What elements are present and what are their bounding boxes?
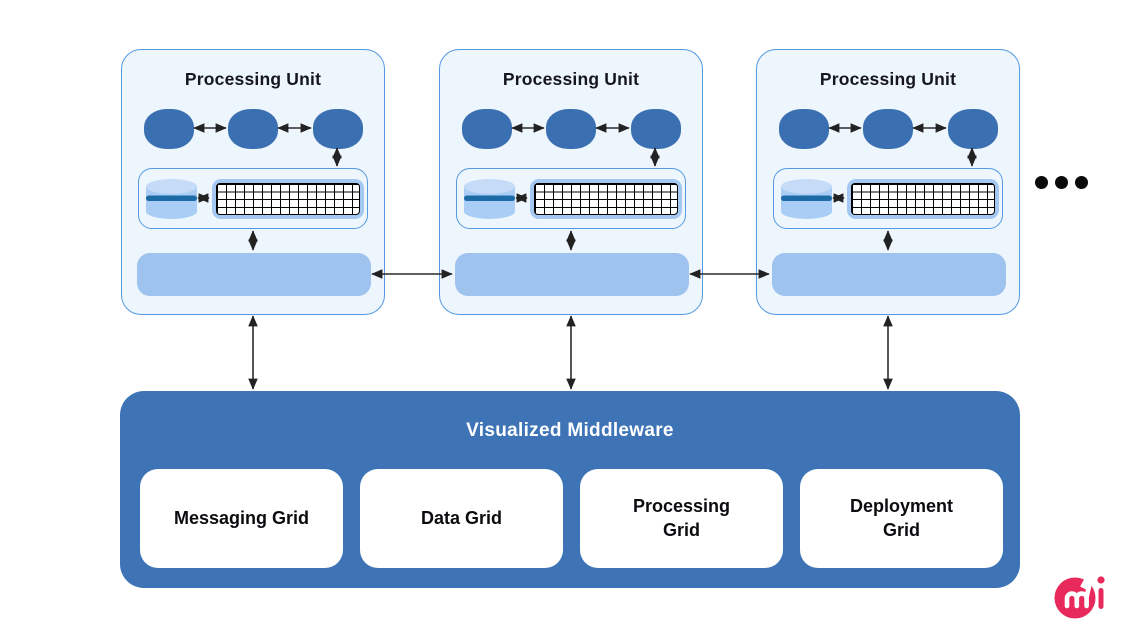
data-table-icon [530,179,682,219]
bus-bar [455,253,689,296]
middleware-panel: Visualized Middleware Messaging Grid Dat… [120,391,1020,588]
ellipsis-dot [1055,176,1068,189]
process-node-icon [948,109,998,149]
processing-unit-1: Processing Unit [121,49,385,315]
grid-box-label: Deployment Grid [849,496,954,540]
ellipsis-icon [1035,176,1088,189]
storage-group [138,168,368,229]
storage-group [456,168,686,229]
process-node-icon [546,109,596,149]
process-node-icon [144,109,194,149]
ellipsis-dot [1035,176,1048,189]
middleware-title: Visualized Middleware [466,420,674,441]
grid-box-label: Data Grid [420,507,503,528]
bus-bar [772,253,1006,296]
processing-unit-title: Processing Unit [819,69,957,89]
database-icon [781,179,832,219]
process-node-icon [462,109,512,149]
grid-box-label: Messaging Grid [173,507,310,528]
grid-box-label: Processing Grid [632,496,731,540]
grid-box-messaging: Messaging Grid [140,469,343,568]
grid-box-deployment: Deployment Grid [800,469,1003,568]
grid-box-data: Data Grid [360,469,563,568]
processing-unit-title: Processing Unit [502,69,640,89]
process-node-icon [779,109,829,149]
ellipsis-dot [1075,176,1088,189]
data-table-icon [847,179,999,219]
data-table-cells [534,183,678,215]
processing-unit-title: Processing Unit [184,69,322,89]
bus-bar [137,253,371,296]
processing-unit-3: Processing Unit [756,49,1020,315]
processing-unit-2: Processing Unit [439,49,703,315]
process-node-icon [313,109,363,149]
database-icon [146,179,197,219]
data-table-icon [212,179,364,219]
data-table-cells [216,183,360,215]
storage-group [773,168,1003,229]
process-node-icon [228,109,278,149]
middleware-grids: Messaging Grid Data Grid Processing Grid… [140,469,1003,568]
brand-logo-icon [1054,574,1105,619]
process-node-icon [631,109,681,149]
data-table-cells [851,183,995,215]
database-icon [464,179,515,219]
process-node-icon [863,109,913,149]
grid-box-processing: Processing Grid [580,469,783,568]
